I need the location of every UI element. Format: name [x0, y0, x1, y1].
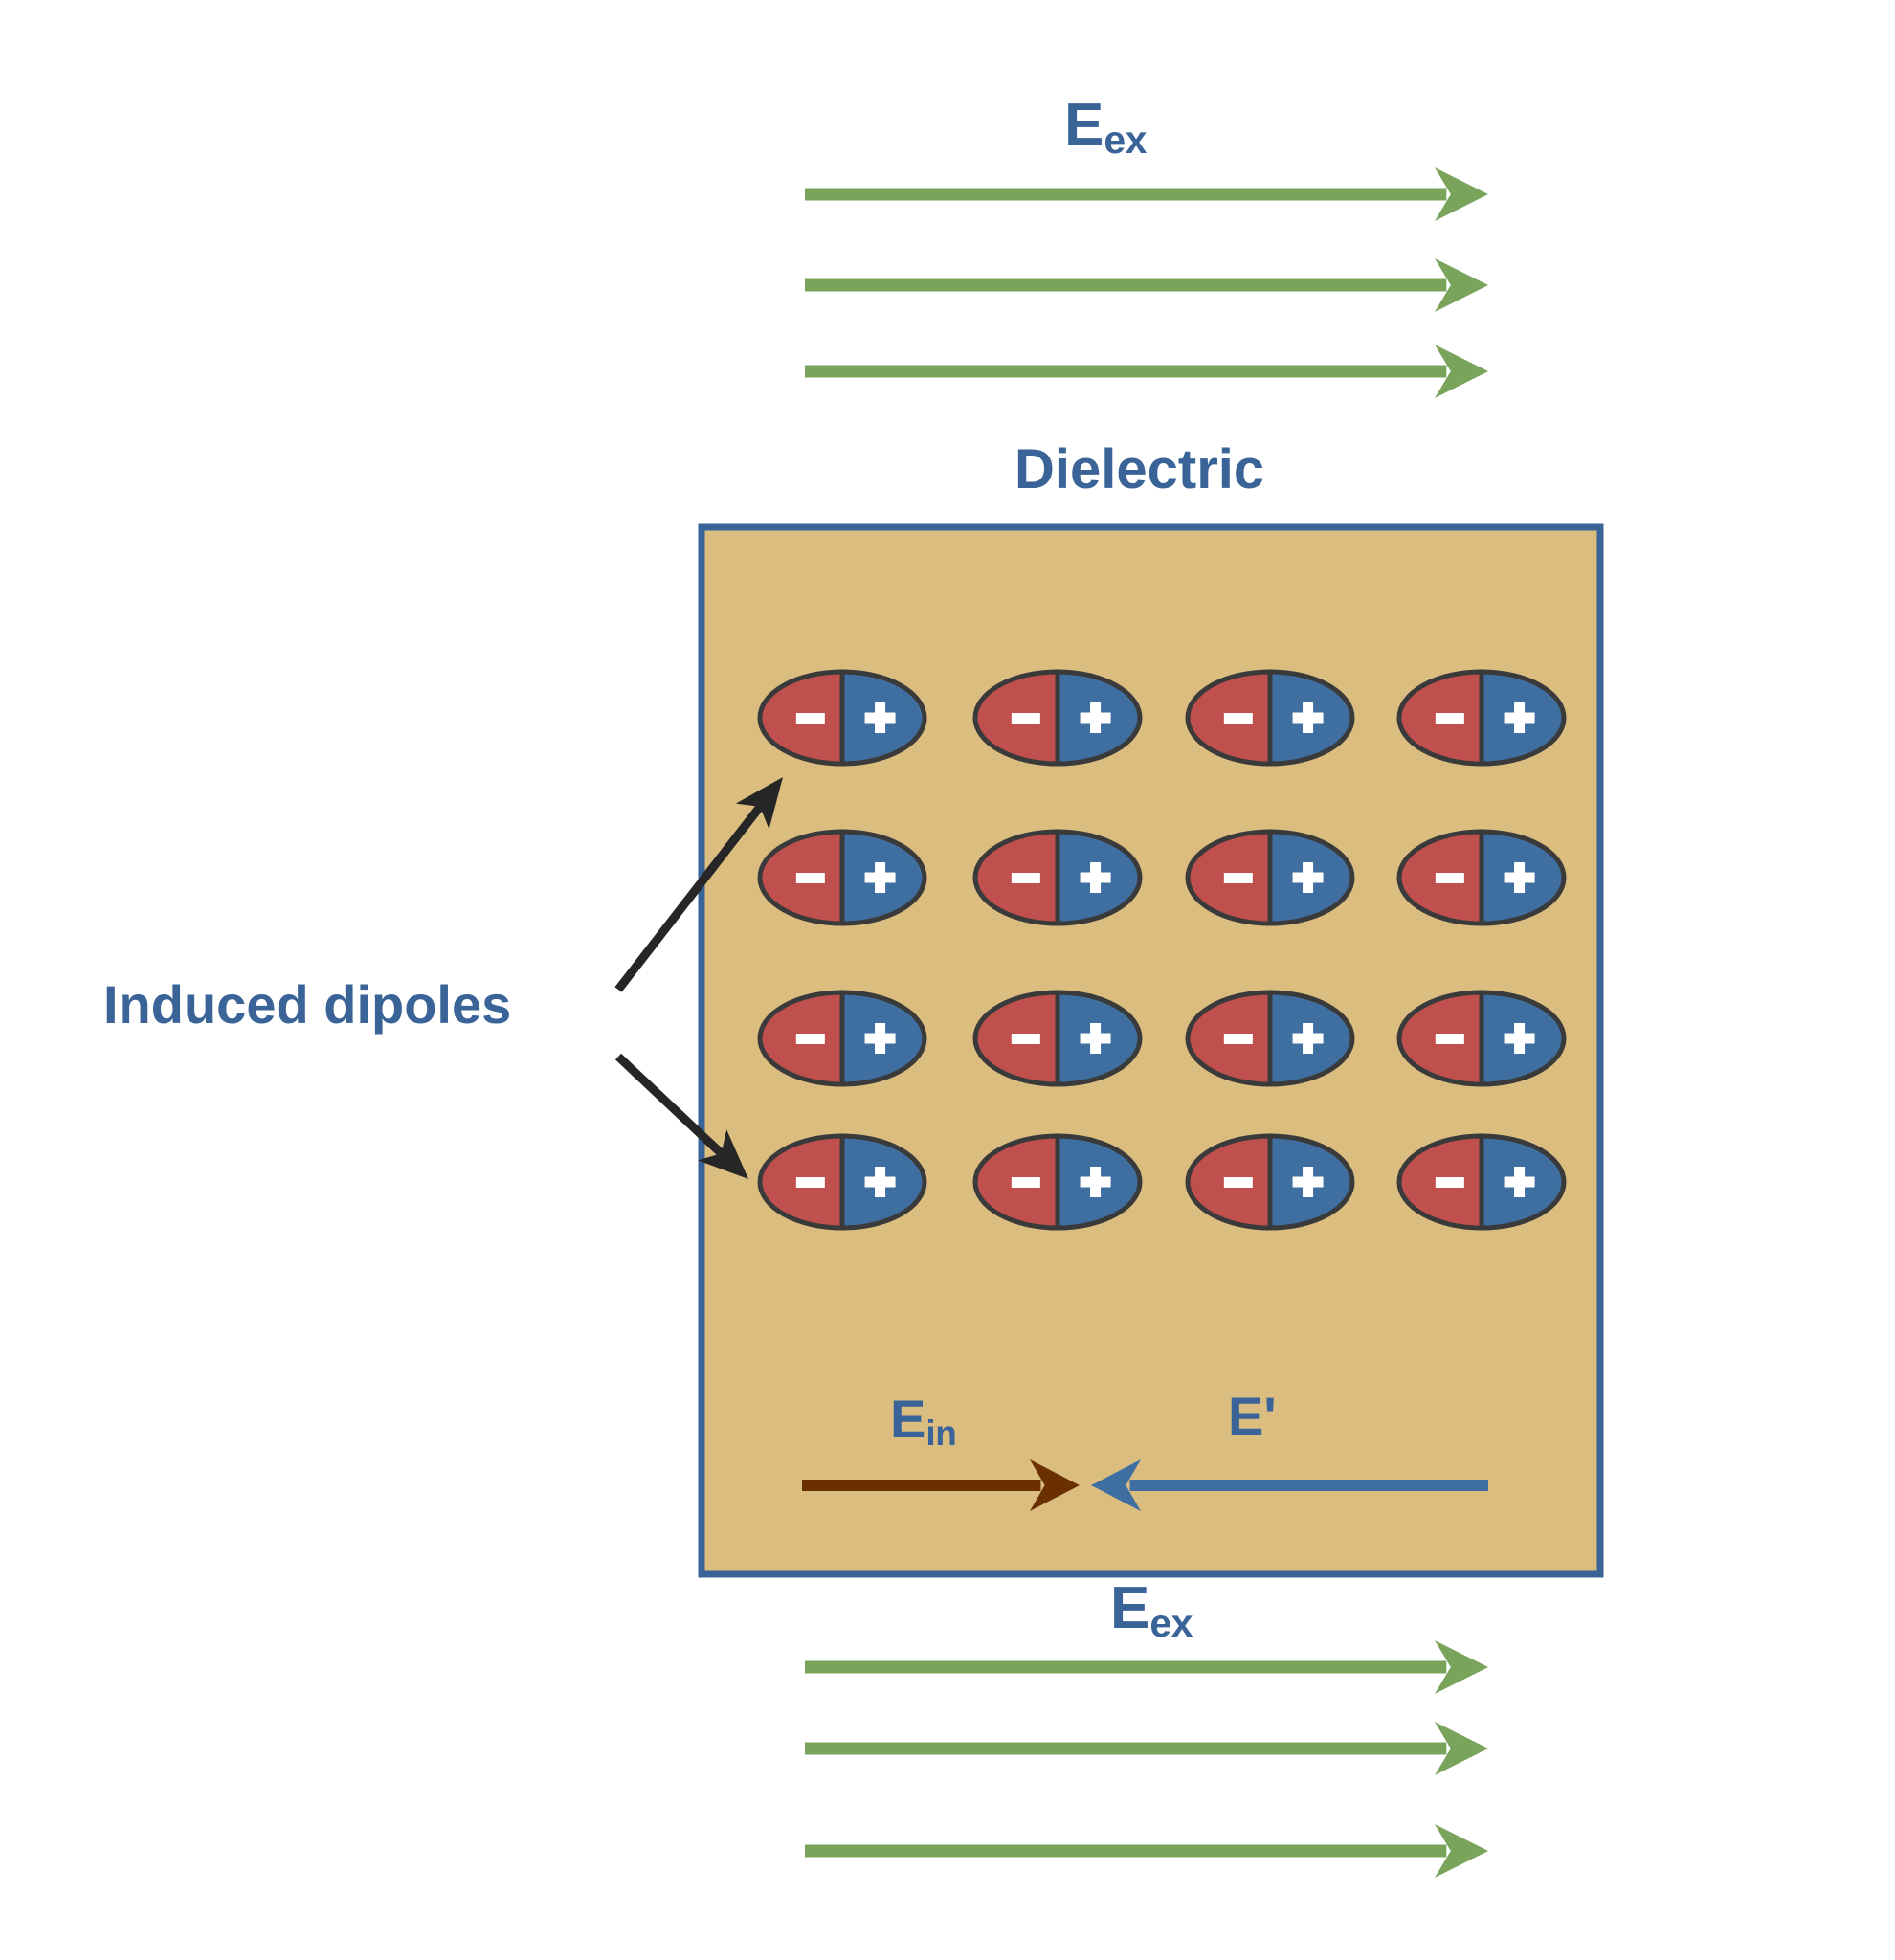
- dipole: [1396, 1133, 1567, 1231]
- plus-icon-vertical: [1090, 702, 1102, 733]
- e-prime-arrow-shaft: [1129, 1480, 1488, 1491]
- field-arrow-bottom-2-shaft: [805, 1742, 1447, 1755]
- label-e-in-sub: in: [925, 1414, 957, 1454]
- plus-icon-vertical: [1303, 1023, 1314, 1054]
- dipole-grid: [757, 669, 1567, 1231]
- plus-icon-vertical: [875, 702, 886, 733]
- label-induced-dipoles: Induced dipoles: [103, 974, 512, 1035]
- minus-icon: [795, 1177, 825, 1188]
- induced-dipoles-pointer-1-shaft: [614, 799, 767, 992]
- label-e-in-base: E: [890, 1389, 926, 1449]
- plus-icon-vertical: [1303, 702, 1314, 733]
- dipole: [1396, 990, 1567, 1087]
- plus-icon-vertical: [1514, 1023, 1526, 1054]
- label-dielectric: Dielectric: [1014, 438, 1265, 501]
- external-field-bottom-group: [805, 1640, 1488, 1878]
- plus-icon-vertical: [1090, 862, 1102, 893]
- pointer-arrows-group: [614, 777, 783, 1179]
- field-arrow-top-1-shaft: [805, 188, 1447, 201]
- field-arrow-bottom-1-head: [1435, 1640, 1488, 1694]
- field-arrow-bottom-3-shaft: [805, 1844, 1447, 1858]
- plus-icon-vertical: [1514, 862, 1526, 893]
- field-arrow-bottom-1-shaft: [805, 1660, 1447, 1674]
- minus-icon: [1011, 873, 1040, 883]
- dipole: [757, 1133, 927, 1231]
- plus-icon-vertical: [1090, 1023, 1102, 1054]
- minus-icon: [1011, 713, 1040, 724]
- dipole: [1185, 669, 1355, 767]
- dipole: [757, 829, 927, 926]
- label-e-prime: E': [1228, 1390, 1277, 1443]
- e-in-arrow-head: [1030, 1459, 1080, 1511]
- plus-icon-vertical: [875, 862, 886, 893]
- minus-icon: [1223, 1177, 1253, 1188]
- plus-icon-vertical: [1090, 1167, 1102, 1197]
- label-e-ex-bottom-sub: ex: [1149, 1601, 1193, 1645]
- plus-icon-vertical: [1514, 1167, 1526, 1197]
- induced-dipoles-pointer-1-head: [735, 777, 783, 830]
- field-arrow-top-1-head: [1435, 167, 1488, 221]
- field-arrow-bottom-2-head: [1435, 1722, 1488, 1775]
- minus-icon: [1435, 1034, 1464, 1044]
- internal-field-group: [802, 1459, 1488, 1511]
- minus-icon: [1435, 713, 1464, 724]
- dipole: [1396, 829, 1567, 926]
- dipole: [972, 990, 1143, 1087]
- minus-icon: [1223, 1034, 1253, 1044]
- dipole: [1185, 829, 1355, 926]
- label-e-ex-bottom-base: E: [1110, 1575, 1150, 1641]
- minus-icon: [795, 1034, 825, 1044]
- dipole: [972, 1133, 1143, 1231]
- minus-icon: [1011, 1177, 1040, 1188]
- minus-icon: [1011, 1034, 1040, 1044]
- label-e-ex-top-base: E: [1064, 92, 1104, 158]
- plus-icon-vertical: [875, 1023, 886, 1054]
- dipole: [757, 990, 927, 1087]
- label-e-ex-top-sub: ex: [1104, 118, 1148, 162]
- minus-icon: [1223, 873, 1253, 883]
- minus-icon: [1435, 1177, 1464, 1188]
- minus-icon: [1435, 873, 1464, 883]
- minus-icon: [1223, 713, 1253, 724]
- plus-icon-vertical: [1303, 1167, 1314, 1197]
- dipole: [1396, 669, 1567, 767]
- field-arrow-top-3-head: [1435, 345, 1488, 398]
- external-field-top-group: [805, 167, 1488, 398]
- e-in-arrow-shaft: [802, 1480, 1041, 1491]
- dipole: [1185, 1133, 1355, 1231]
- label-e-ex-top: Eex: [1064, 96, 1147, 160]
- minus-icon: [795, 713, 825, 724]
- induced-dipoles-pointer-2-shaft: [614, 1053, 728, 1161]
- field-arrow-top-2-head: [1435, 258, 1488, 312]
- plus-icon-vertical: [1514, 702, 1526, 733]
- dipole: [1185, 990, 1355, 1087]
- dipole: [972, 669, 1143, 767]
- label-e-prime-base: E': [1228, 1386, 1277, 1446]
- field-arrow-top-2-shaft: [805, 278, 1447, 292]
- dipole: [972, 829, 1143, 926]
- label-e-in: Ein: [890, 1389, 957, 1452]
- induced-dipoles-pointer-2-head: [698, 1129, 748, 1179]
- e-prime-arrow-head: [1091, 1459, 1141, 1511]
- plus-icon-vertical: [875, 1167, 886, 1197]
- minus-icon: [795, 873, 825, 883]
- dipole: [757, 669, 927, 767]
- field-arrow-top-3-shaft: [805, 365, 1447, 378]
- field-arrow-bottom-3-head: [1435, 1824, 1488, 1878]
- label-e-ex-bottom: Eex: [1110, 1579, 1193, 1643]
- plus-icon-vertical: [1303, 862, 1314, 893]
